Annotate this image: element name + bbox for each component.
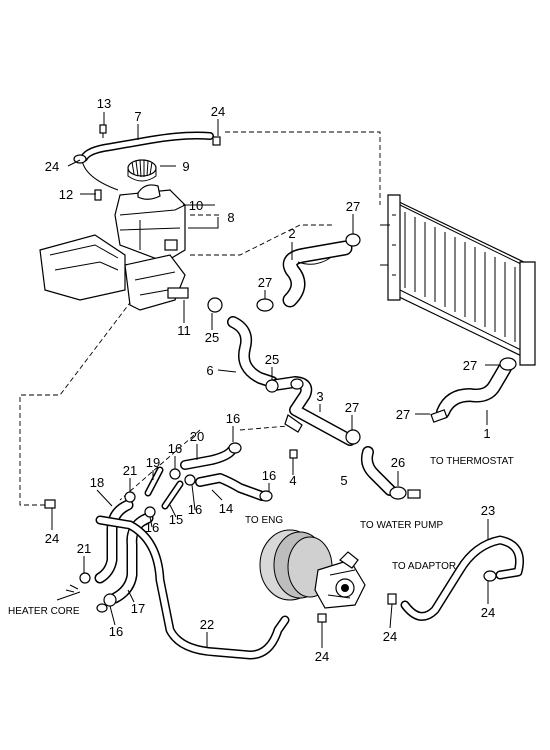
callout-24-bottom: 24 xyxy=(315,649,329,664)
callout-10: 10 xyxy=(189,198,203,213)
callout-5: 5 xyxy=(340,473,347,488)
callout-numbers: 13 7 24 24 9 12 10 8 27 2 27 25 11 25 6 … xyxy=(45,96,495,664)
callout-25-mid: 25 xyxy=(265,352,279,367)
expansion-tank xyxy=(114,184,186,263)
caption-to-water-pump: TO WATER PUMP xyxy=(360,520,443,531)
callout-4: 4 xyxy=(289,473,296,488)
callout-27-right: 27 xyxy=(463,358,477,373)
callout-7: 7 xyxy=(134,109,141,124)
callout-8: 8 xyxy=(227,210,234,225)
callout-12: 12 xyxy=(59,187,73,202)
callout-24-top: 24 xyxy=(211,104,225,119)
callout-24-left: 24 xyxy=(45,159,59,174)
tank-bracket xyxy=(39,234,189,311)
callout-24-heater: 24 xyxy=(45,531,59,546)
callout-15: 15 xyxy=(169,512,183,527)
hose-2 xyxy=(282,240,353,308)
callout-17: 17 xyxy=(131,601,145,616)
caption-to-eng: TO ENG xyxy=(245,515,283,526)
callout-3: 3 xyxy=(316,389,323,404)
callout-16-b: 16 xyxy=(168,441,182,456)
radiator xyxy=(380,194,536,366)
callout-21-bottom: 21 xyxy=(77,541,91,556)
hose-6 xyxy=(227,316,278,388)
callout-24-adaptor: 24 xyxy=(481,605,495,620)
hose-23 xyxy=(400,535,524,621)
callout-16-a: 16 xyxy=(226,411,240,426)
water-pipe-3 xyxy=(269,376,356,446)
callout-27-mid: 27 xyxy=(258,275,272,290)
callout-27-pipe: 27 xyxy=(345,400,359,415)
callout-27-lower: 27 xyxy=(396,407,410,422)
callout-16-f: 16 xyxy=(109,624,123,639)
callout-18: 18 xyxy=(90,475,104,490)
caption-heater-core: HEATER CORE xyxy=(8,606,80,617)
callout-1: 1 xyxy=(483,426,490,441)
callout-leaders xyxy=(51,112,500,648)
callout-27-top: 27 xyxy=(346,199,360,214)
callout-16-e: 16 xyxy=(145,520,159,535)
dashed-leader-lines xyxy=(19,131,381,506)
callout-6: 6 xyxy=(206,363,213,378)
callout-14: 14 xyxy=(219,501,233,516)
callout-24-housing: 24 xyxy=(383,629,397,644)
caption-to-adaptor: TO ADAPTOR xyxy=(392,561,456,572)
callout-25-left: 25 xyxy=(205,330,219,345)
callout-9: 9 xyxy=(182,159,189,174)
callout-16-c: 16 xyxy=(188,502,202,517)
callout-11: 11 xyxy=(177,323,191,338)
hose-5 xyxy=(360,446,421,500)
callout-20: 20 xyxy=(190,429,204,444)
captions: TO THERMOSTAT TO ENG TO WATER PUMP TO AD… xyxy=(8,456,514,617)
callout-21-top: 21 xyxy=(123,463,137,478)
callout-13: 13 xyxy=(97,96,111,111)
hose-1 xyxy=(430,357,517,423)
caption-to-thermostat: TO THERMOSTAT xyxy=(430,456,514,467)
hose-22 xyxy=(95,515,290,660)
callout-26: 26 xyxy=(391,455,405,470)
callout-22: 22 xyxy=(200,617,214,632)
callout-23: 23 xyxy=(481,503,495,518)
hoses-17-18-21 xyxy=(94,499,154,604)
hoses-14-19-20 xyxy=(144,445,267,510)
tank-cap xyxy=(127,159,157,182)
thermostat-housing xyxy=(259,529,366,609)
callout-19: 19 xyxy=(146,455,160,470)
callout-2: 2 xyxy=(288,226,295,241)
callout-16-d: 16 xyxy=(262,468,276,483)
